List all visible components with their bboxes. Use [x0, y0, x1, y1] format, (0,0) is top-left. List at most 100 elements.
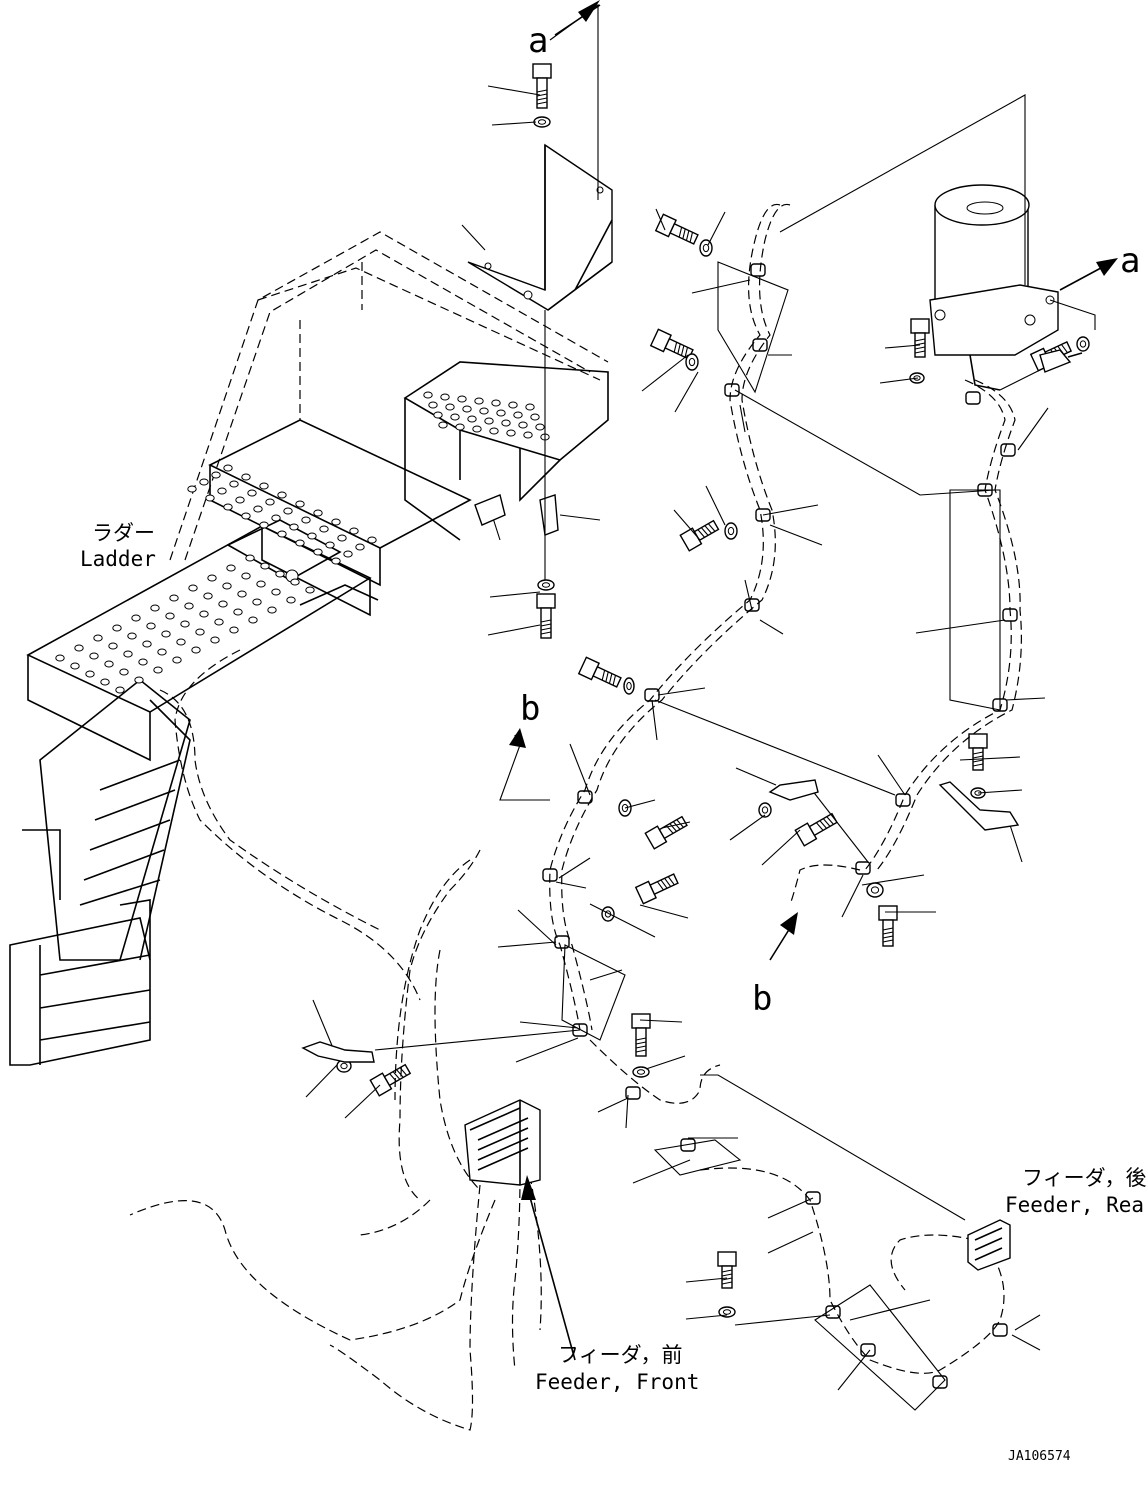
deck-hole	[301, 516, 311, 524]
deck-hole	[455, 423, 465, 431]
bolt-thread	[664, 877, 672, 887]
deck-hole	[433, 411, 443, 419]
deck-hole	[241, 473, 251, 481]
callout-leader	[879, 377, 919, 384]
deck-hole	[535, 423, 545, 431]
deck-hole	[223, 503, 233, 511]
feeder-front-label-en: Feeder, Front	[535, 1370, 699, 1394]
bolt-thread	[669, 823, 677, 832]
deck-hole	[313, 509, 323, 517]
callout-leader	[807, 784, 869, 863]
deck-hole	[290, 578, 300, 586]
deck-hole	[518, 421, 528, 429]
bolt-thread	[540, 627, 552, 631]
bolt-thread	[635, 1037, 647, 1041]
deck-hole	[513, 411, 523, 419]
deck-hole	[491, 399, 501, 407]
deck-hole	[235, 496, 245, 504]
deck-hole	[472, 425, 482, 433]
deck-hole	[229, 480, 239, 488]
callout-leader	[1009, 824, 1023, 863]
callout-leader	[657, 687, 706, 696]
callout-leader	[655, 208, 666, 231]
deck-hole	[119, 668, 129, 676]
deck-hole	[289, 523, 299, 531]
callout-leader	[558, 857, 591, 879]
deck-hole	[496, 409, 506, 417]
deck-hole	[74, 644, 84, 652]
deck-hole	[153, 666, 163, 674]
deck-hole	[104, 660, 114, 668]
bolt-thread	[707, 523, 716, 532]
deck-hole	[157, 648, 167, 656]
callout-leader	[344, 1084, 381, 1119]
callout-leader	[767, 1231, 814, 1254]
deck-hole	[331, 518, 341, 526]
bolt-thread	[635, 1045, 647, 1049]
deck-hole	[188, 584, 198, 592]
hose-clamp	[932, 1375, 948, 1389]
callout-leader	[632, 1159, 691, 1184]
bolt-thread	[536, 101, 548, 105]
bolt-thread	[721, 1269, 733, 1273]
deck-hole	[508, 401, 518, 409]
bolt-thread	[536, 93, 548, 97]
bolt	[536, 593, 556, 639]
callout-leader	[639, 904, 689, 919]
arrow-head-front-feeder	[521, 1175, 536, 1200]
callout-leader	[1011, 1334, 1041, 1351]
washer-hole	[636, 1069, 646, 1075]
bolt-thread	[540, 623, 552, 627]
deck-hole	[165, 612, 175, 620]
ref-b-lower: b	[752, 979, 772, 1019]
callout-leader	[884, 344, 921, 349]
deck-hole	[331, 557, 341, 565]
washer-hole	[688, 357, 696, 367]
hose-clamp	[625, 1086, 641, 1100]
hose-clamp	[855, 861, 871, 875]
bolt-thread	[1061, 344, 1068, 354]
deck-hole	[355, 543, 365, 551]
deck-hole	[184, 602, 194, 610]
deck-hole	[501, 419, 511, 427]
deck-hole	[245, 554, 255, 562]
bolt-thread	[697, 529, 706, 538]
deck-hole	[260, 562, 270, 570]
callout-leader	[685, 1314, 728, 1320]
callout-leader	[769, 524, 823, 546]
callout-leader	[651, 699, 658, 741]
callout-leader	[517, 909, 557, 946]
callout-leader	[837, 1349, 871, 1391]
deck-hole	[248, 616, 258, 624]
bolt-shank	[540, 607, 552, 639]
hose-clamp	[1000, 443, 1016, 457]
deck-hole	[211, 471, 221, 479]
bolt-thread	[689, 232, 694, 243]
deck-hole	[506, 429, 516, 437]
deck-hole	[85, 670, 95, 678]
deck-hole	[450, 413, 460, 421]
reference-arrows	[509, 0, 1118, 1361]
deck-hole	[319, 525, 329, 533]
callout-leader	[625, 1094, 629, 1129]
deck-hole	[138, 658, 148, 666]
bolt-thread	[721, 1281, 733, 1285]
deck-hole	[275, 570, 285, 578]
bolt-thread	[882, 939, 894, 943]
feeder-rear-label-en: Feeder, Rear	[1005, 1193, 1147, 1217]
clamp-set	[542, 263, 1018, 1389]
deck-hole	[271, 514, 281, 522]
callout-leader	[519, 1021, 579, 1029]
callout-leader	[312, 999, 334, 1049]
deck-hole	[199, 610, 209, 618]
bolt	[644, 815, 688, 850]
callout-leader	[767, 1197, 814, 1219]
bolt-thread	[914, 342, 926, 346]
ref-a-right: a	[1120, 241, 1140, 281]
bolt	[634, 873, 679, 905]
deck-hole	[457, 395, 467, 403]
bolt-thread	[914, 346, 926, 350]
bolt	[878, 905, 898, 947]
deck-hole	[349, 527, 359, 535]
deck-hole	[123, 650, 133, 658]
